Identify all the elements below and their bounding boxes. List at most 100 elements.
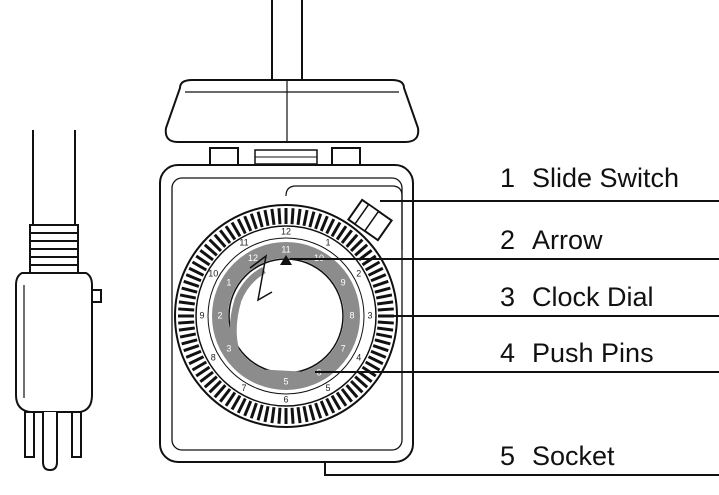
push-pin[interactable] (181, 286, 198, 294)
push-pin[interactable] (375, 293, 393, 300)
push-pin-gap (329, 398, 337, 410)
push-pin[interactable] (345, 233, 359, 248)
push-pin[interactable] (377, 326, 394, 332)
push-pin[interactable] (249, 402, 258, 419)
push-pin[interactable] (364, 260, 381, 272)
push-pin[interactable] (183, 344, 200, 353)
push-pin[interactable] (224, 225, 237, 241)
push-pin[interactable] (361, 254, 377, 267)
push-pin[interactable] (270, 407, 276, 424)
push-pin[interactable] (178, 300, 195, 306)
push-pin[interactable] (372, 344, 389, 353)
push-pin[interactable] (354, 375, 369, 389)
push-pin[interactable] (178, 307, 195, 312)
push-pin[interactable] (349, 379, 364, 394)
push-pin[interactable] (375, 332, 393, 339)
push-pin[interactable] (330, 221, 342, 238)
push-pin[interactable] (372, 279, 389, 288)
push-pin[interactable] (319, 400, 329, 417)
push-pin[interactable] (203, 243, 218, 257)
push-pin[interactable] (243, 215, 253, 232)
push-pin[interactable] (188, 355, 205, 366)
push-pin[interactable] (370, 349, 387, 359)
push-pin-gap (223, 392, 232, 403)
slide-switch[interactable] (346, 198, 394, 242)
push-pin[interactable] (230, 394, 242, 411)
push-pin[interactable] (181, 338, 198, 346)
push-pin[interactable] (179, 293, 197, 300)
push-pin[interactable] (263, 209, 270, 227)
push-pin[interactable] (178, 326, 195, 332)
push-pin[interactable] (263, 405, 270, 423)
push-pin[interactable] (224, 391, 237, 407)
push-pin-gap (377, 336, 390, 341)
push-pin[interactable] (314, 213, 323, 230)
push-pin-ring[interactable] (178, 208, 394, 424)
push-pin[interactable] (191, 360, 208, 372)
push-pin[interactable] (319, 215, 329, 232)
push-pin[interactable] (199, 370, 214, 383)
push-pin[interactable] (340, 229, 353, 244)
push-pin[interactable] (213, 233, 227, 248)
push-pin[interactable] (219, 388, 232, 403)
push-pin[interactable] (208, 238, 223, 253)
push-pin[interactable] (256, 404, 264, 421)
push-pin[interactable] (203, 375, 218, 389)
push-pin[interactable] (195, 365, 211, 378)
push-pin[interactable] (236, 397, 247, 414)
push-pin[interactable] (188, 266, 205, 277)
push-pin[interactable] (179, 332, 197, 339)
push-pin[interactable] (296, 407, 302, 424)
push-pin[interactable] (199, 249, 214, 262)
push-pin[interactable] (208, 379, 223, 394)
push-pin[interactable] (377, 320, 394, 325)
push-pin[interactable] (296, 208, 302, 225)
push-pin[interactable] (335, 391, 348, 407)
callout-4-label: Push Pins (532, 338, 654, 368)
push-pin[interactable] (195, 254, 211, 267)
push-pin[interactable] (236, 218, 247, 235)
push-pin[interactable] (178, 320, 195, 325)
push-pin[interactable] (377, 300, 394, 306)
push-pin-gap (248, 216, 254, 229)
push-pin[interactable] (290, 208, 295, 225)
dial-number: 11 (281, 244, 290, 254)
push-pin[interactable] (185, 273, 202, 283)
push-pin[interactable] (377, 307, 394, 312)
push-pin[interactable] (219, 229, 232, 244)
push-pin[interactable] (308, 211, 316, 228)
push-pin[interactable] (364, 360, 381, 372)
push-pin[interactable] (325, 397, 336, 414)
push-pin[interactable] (249, 213, 258, 230)
push-pin-gap (208, 243, 218, 253)
push-pin[interactable] (277, 407, 282, 424)
push-pin[interactable] (370, 273, 387, 283)
push-pin[interactable] (270, 208, 276, 225)
push-pin[interactable] (185, 349, 202, 359)
push-pin[interactable] (290, 407, 295, 424)
push-pin[interactable] (349, 238, 364, 253)
push-pin-gap (306, 407, 311, 420)
push-pin[interactable] (358, 370, 373, 383)
push-pin[interactable] (374, 286, 391, 294)
push-pin[interactable] (325, 218, 336, 235)
push-pin[interactable] (367, 266, 384, 277)
push-pin[interactable] (277, 208, 282, 225)
push-pin[interactable] (354, 243, 369, 257)
push-pin[interactable] (243, 400, 253, 417)
push-pin[interactable] (191, 260, 208, 272)
push-pin[interactable] (345, 384, 359, 399)
push-pin[interactable] (335, 225, 348, 241)
push-pin[interactable] (330, 394, 342, 411)
push-pin[interactable] (308, 404, 316, 421)
push-pin[interactable] (302, 209, 309, 227)
push-pin[interactable] (183, 279, 200, 288)
push-pin[interactable] (256, 211, 264, 228)
push-pin[interactable] (230, 221, 242, 238)
push-pin[interactable] (314, 402, 323, 419)
push-pin[interactable] (302, 405, 309, 423)
push-pin[interactable] (340, 388, 353, 403)
push-pin[interactable] (213, 384, 227, 399)
push-pin[interactable] (374, 338, 391, 346)
push-pin[interactable] (367, 355, 384, 366)
